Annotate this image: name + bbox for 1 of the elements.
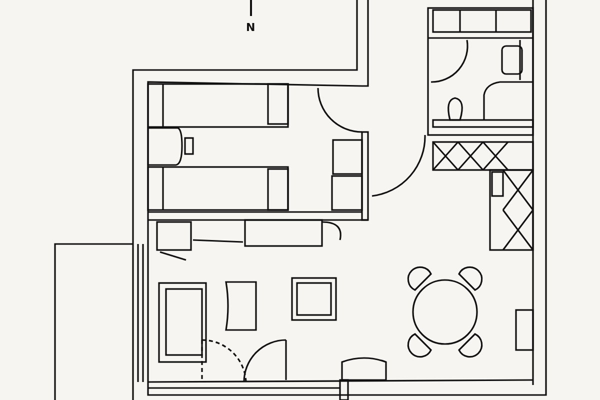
compass-label: N: [246, 22, 256, 33]
